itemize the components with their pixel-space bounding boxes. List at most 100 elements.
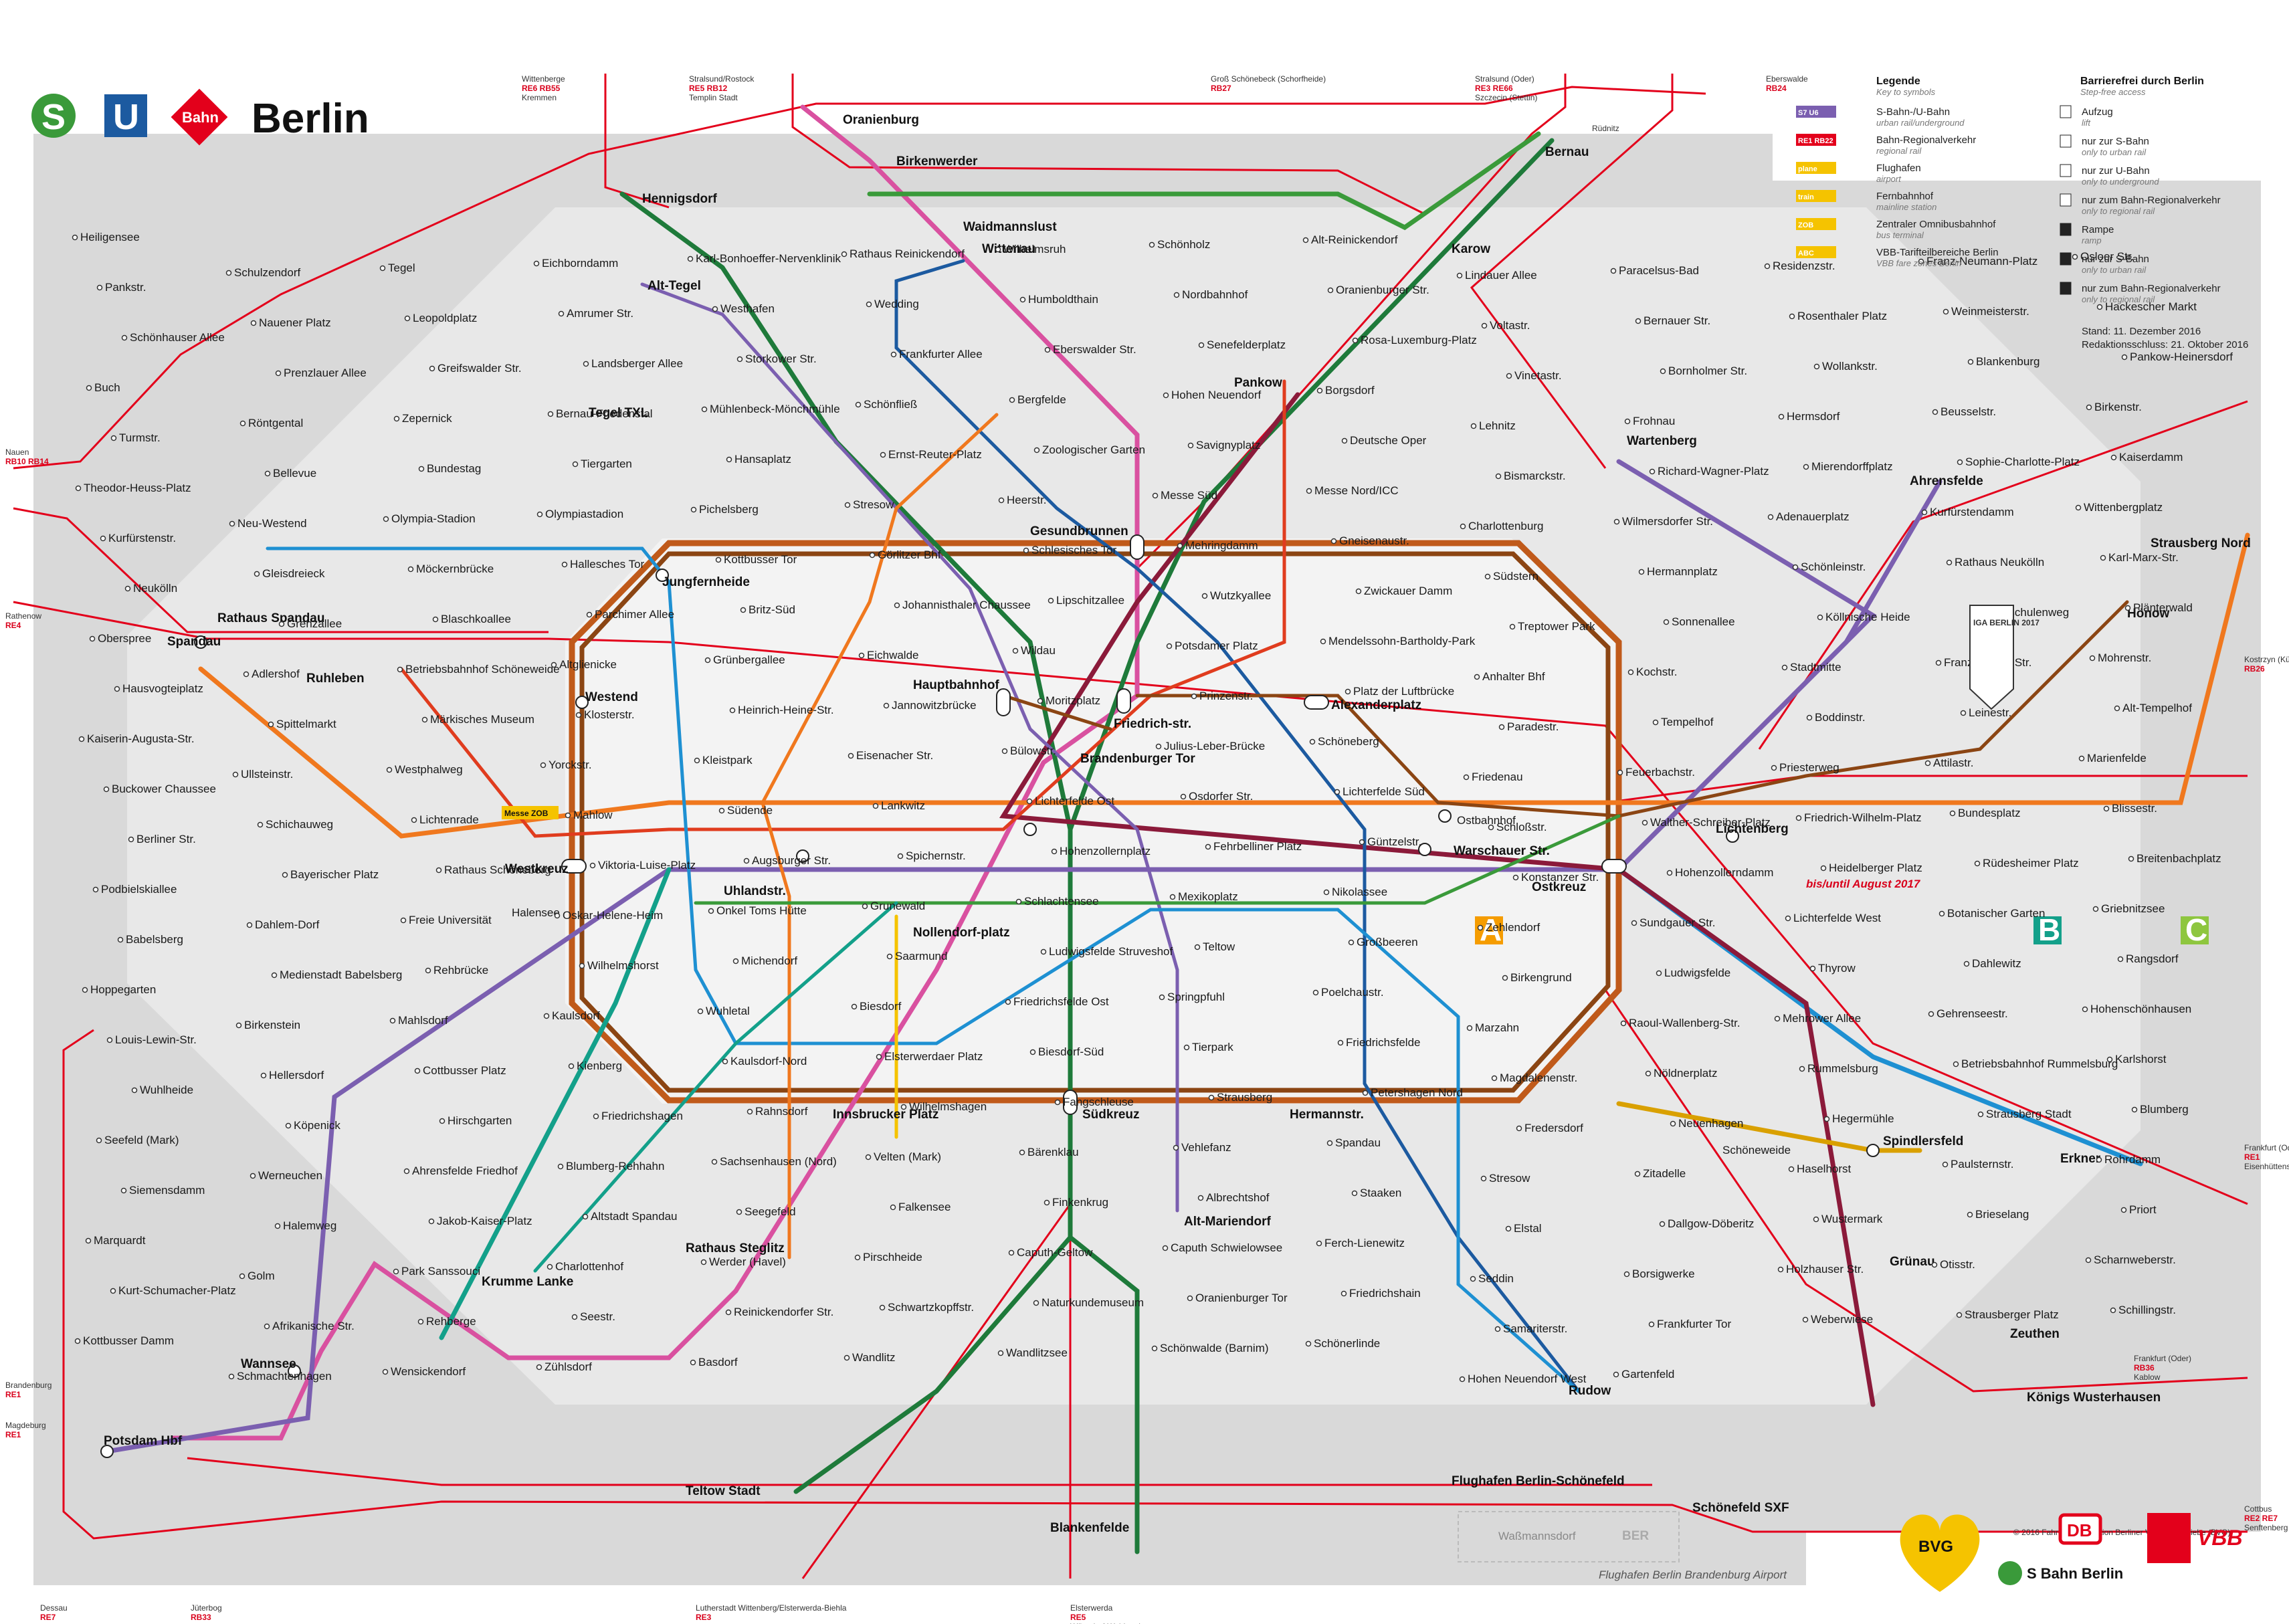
station-marker-schoeneweide[interactable] [1866, 1144, 1880, 1157]
station-dot[interactable] [1924, 760, 1931, 767]
station-dot[interactable] [1660, 368, 1666, 375]
station-dot[interactable] [1005, 999, 1011, 1005]
station-dot[interactable] [1949, 810, 1956, 817]
station-dot[interactable] [1320, 638, 1326, 645]
station-dot[interactable] [851, 1003, 858, 1010]
station-dot[interactable] [736, 356, 743, 363]
station-dot[interactable] [1023, 547, 1029, 554]
station-dot[interactable] [439, 1118, 445, 1124]
station-dot[interactable] [278, 621, 285, 627]
station-dot[interactable] [694, 757, 700, 764]
station-dot[interactable] [1345, 688, 1351, 695]
station-dot[interactable] [1613, 518, 1620, 525]
station-dot[interactable] [700, 1259, 707, 1265]
station-dot[interactable] [1201, 593, 1208, 599]
station-marker-potsdamer[interactable] [1023, 823, 1037, 836]
station-dot[interactable] [417, 1318, 424, 1325]
station-dot[interactable] [561, 561, 568, 568]
station-dot[interactable] [229, 520, 235, 527]
station-dot[interactable] [1481, 322, 1488, 329]
station-dot[interactable] [1029, 1049, 1036, 1055]
station-dot[interactable] [844, 502, 851, 508]
station-dot[interactable] [736, 1209, 742, 1215]
station-dot[interactable] [1152, 492, 1159, 499]
station-dot[interactable] [428, 1218, 435, 1225]
station-dot[interactable] [1352, 337, 1359, 344]
station-dot[interactable] [1663, 619, 1670, 625]
station-dot[interactable] [1921, 509, 1928, 516]
station-dot[interactable] [2078, 755, 2085, 762]
station-dot[interactable] [568, 1063, 575, 1070]
station-dot[interactable] [1205, 843, 1211, 850]
station-dot[interactable] [1326, 1140, 1333, 1146]
station-dot[interactable] [1488, 824, 1494, 831]
station-dot[interactable] [2089, 655, 2096, 662]
station-dot[interactable] [264, 1323, 270, 1330]
station-marker-spandau[interactable] [194, 635, 207, 649]
station-dot[interactable] [2131, 1106, 2138, 1113]
station-dot[interactable] [554, 912, 561, 919]
station-dot[interactable] [1491, 1075, 1498, 1082]
station-marker-ostbahnhof[interactable] [1438, 809, 1452, 823]
station-dot[interactable] [1505, 1225, 1512, 1232]
station-dot[interactable] [393, 1268, 399, 1275]
station-dot[interactable] [1334, 789, 1340, 795]
station-dot[interactable] [546, 1263, 553, 1270]
station-dot[interactable] [2092, 906, 2099, 912]
station-dot[interactable] [2072, 253, 2078, 260]
station-dot[interactable] [571, 1314, 578, 1320]
station-dot[interactable] [382, 1368, 389, 1375]
station-dot[interactable] [110, 1288, 116, 1294]
station-dot[interactable] [1789, 313, 1795, 320]
station-dot[interactable] [239, 420, 246, 427]
station-dot[interactable] [96, 1137, 102, 1144]
station-dot[interactable] [1938, 910, 1945, 917]
station-dot[interactable] [435, 867, 442, 874]
station-marker-hauptbahnhof[interactable] [996, 688, 1011, 716]
station-dot[interactable] [106, 1037, 113, 1043]
station-dot[interactable] [732, 958, 739, 965]
station-dot[interactable] [260, 1072, 267, 1079]
station-dot[interactable] [589, 862, 596, 869]
station-dot[interactable] [690, 506, 697, 513]
station-dot[interactable] [1817, 614, 1823, 621]
station-dot[interactable] [1474, 674, 1480, 680]
station-dot[interactable] [418, 466, 425, 472]
station-dot[interactable] [232, 771, 239, 778]
station-dot[interactable] [897, 853, 904, 859]
station-dot[interactable] [120, 1187, 127, 1194]
station-dot[interactable] [533, 260, 540, 267]
station-dot[interactable] [274, 1223, 281, 1229]
station-dot[interactable] [704, 657, 711, 664]
station-dot[interactable] [1943, 308, 1949, 315]
station-dot[interactable] [1191, 693, 1197, 700]
station-dot[interactable] [2110, 454, 2117, 461]
station-dot[interactable] [1494, 1326, 1501, 1332]
station-dot[interactable] [432, 616, 439, 623]
station-dot[interactable] [536, 511, 543, 518]
station-dot[interactable] [886, 953, 893, 960]
station-dot[interactable] [1159, 994, 1165, 1001]
station-dot[interactable] [429, 365, 435, 372]
station-dot[interactable] [593, 1113, 599, 1120]
station-dot[interactable] [1351, 1190, 1358, 1197]
station-dot[interactable] [1330, 538, 1337, 544]
station-dot[interactable] [2096, 1156, 2102, 1163]
station-dot[interactable] [1495, 473, 1502, 480]
station-marker-gesundbrunnen[interactable] [1130, 534, 1144, 560]
station-dot[interactable] [254, 571, 260, 577]
station-dot[interactable] [1054, 1099, 1061, 1106]
station-dot[interactable] [1627, 669, 1634, 676]
station-dot[interactable] [890, 1204, 896, 1211]
station-dot[interactable] [96, 284, 103, 291]
station-dot[interactable] [1162, 1245, 1169, 1251]
station-marker-alexanderplatz[interactable] [1304, 695, 1329, 710]
station-dot[interactable] [1799, 1065, 1805, 1072]
station-dot[interactable] [1194, 944, 1201, 950]
station-dot[interactable] [997, 1350, 1004, 1356]
station-dot[interactable] [1498, 724, 1505, 730]
station-dot[interactable] [1931, 1261, 1938, 1268]
station-dot[interactable] [404, 315, 411, 322]
station-dot[interactable] [1918, 258, 1924, 265]
station-dot[interactable] [1163, 392, 1169, 399]
